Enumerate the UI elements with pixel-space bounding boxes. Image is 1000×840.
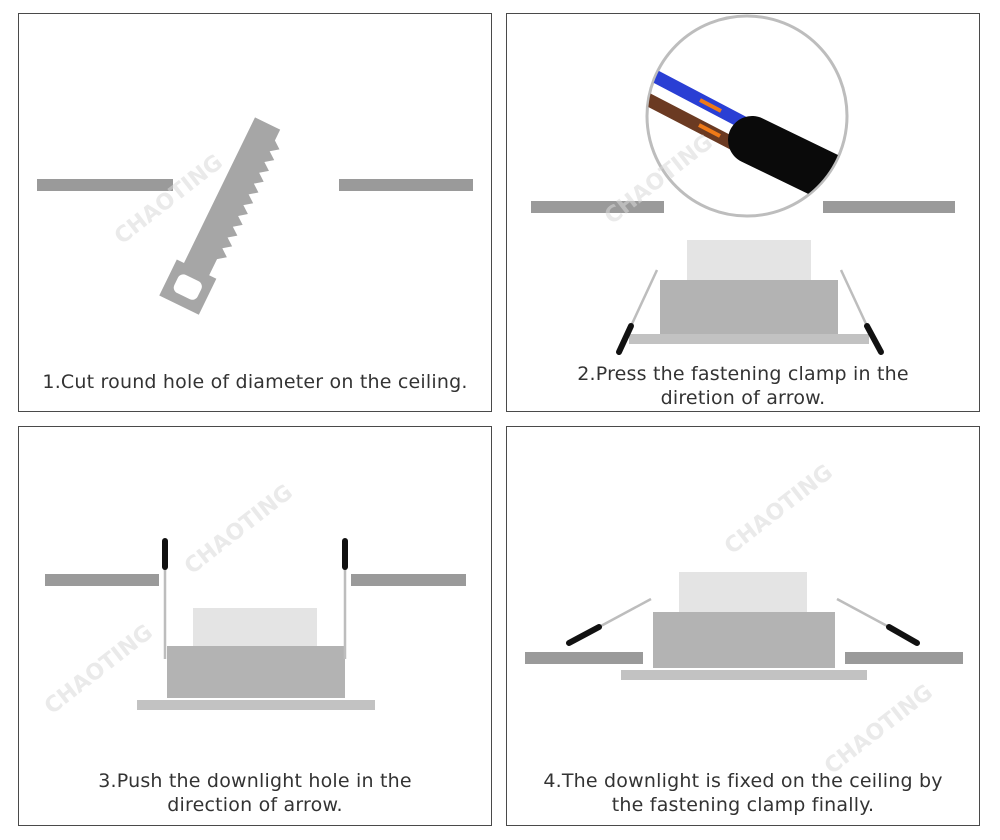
step-3-caption: 3.Push the downlight hole in the directi…	[98, 770, 412, 816]
step-2-panel: 2.Press the fastening clamp in the diret…	[506, 13, 980, 412]
downlight-icon	[629, 240, 869, 344]
step-4-illustration	[525, 572, 963, 680]
wire-cable-icon	[645, 14, 849, 218]
clamp-left	[566, 597, 652, 646]
ceiling-right	[845, 652, 963, 664]
downlight-icon	[621, 572, 867, 680]
ceiling-left	[525, 652, 643, 664]
ceiling-left	[37, 179, 173, 191]
step-2-caption: 2.Press the fastening clamp in the diret…	[577, 363, 909, 409]
clamp-left	[616, 269, 659, 355]
step-1-panel: 1.Cut round hole of diameter on the ceil…	[18, 13, 492, 412]
ceiling-right	[351, 574, 466, 586]
step-1-illustration	[37, 117, 473, 315]
step-3-panel: 3.Push the downlight hole in the directi…	[18, 426, 492, 826]
step-4-caption: 4.The downlight is fixed on the ceiling …	[543, 770, 943, 816]
clamp-right	[836, 597, 920, 646]
downlight-icon	[137, 608, 375, 710]
saw-icon	[159, 117, 281, 315]
step-1-caption: 1.Cut round hole of diameter on the ceil…	[42, 371, 468, 393]
clamp-right	[839, 269, 884, 355]
step-3-illustration	[45, 538, 466, 710]
ceiling-left	[531, 201, 664, 213]
step-2-illustration	[531, 14, 955, 355]
step-4-panel: 4.The downlight is fixed on the ceiling …	[506, 426, 980, 826]
ceiling-right	[339, 179, 473, 191]
ceiling-right	[823, 201, 955, 213]
ceiling-left	[45, 574, 159, 586]
